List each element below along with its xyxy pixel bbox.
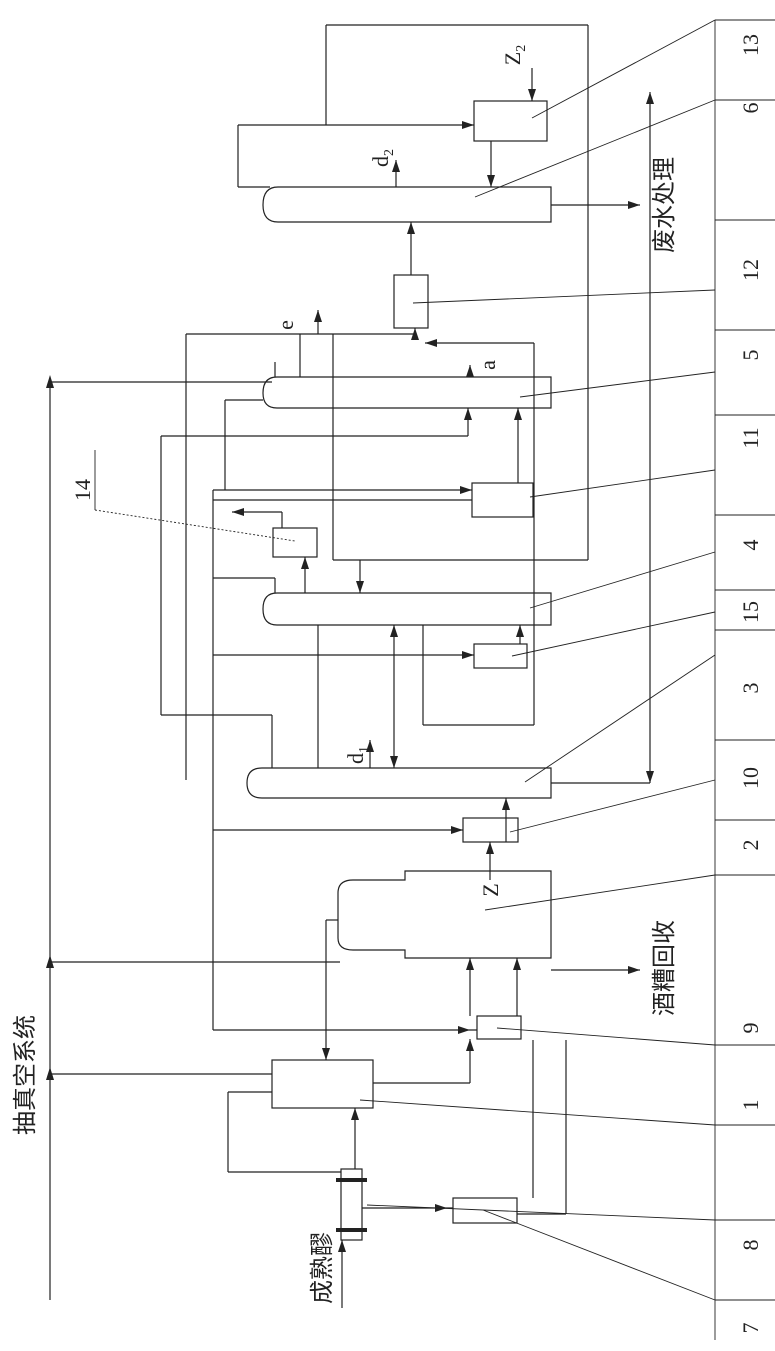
box-9 <box>477 1016 521 1039</box>
number-11: 11 <box>738 427 763 448</box>
label-d2: d2 <box>368 149 397 167</box>
label-a: a <box>475 360 500 370</box>
number-6: 6 <box>738 103 763 114</box>
number-2: 2 <box>738 840 763 851</box>
number-1: 1 <box>738 1100 763 1111</box>
number-15: 15 <box>738 601 763 623</box>
number-7: 7 <box>738 1323 763 1334</box>
heat-exchanger-8 <box>336 1169 367 1240</box>
label-d1: d1 <box>343 746 372 764</box>
number-9: 9 <box>738 1023 763 1034</box>
box-14 <box>273 528 317 557</box>
column-2 <box>338 871 551 958</box>
label-mash: 成熟醪 <box>308 1232 336 1304</box>
column-6 <box>263 187 551 222</box>
column-3 <box>247 768 551 798</box>
number-14: 14 <box>70 479 95 501</box>
vessel-1 <box>272 1060 373 1108</box>
box-12 <box>394 275 428 328</box>
box-10 <box>463 818 518 842</box>
label-e: e <box>273 320 298 330</box>
number-8: 8 <box>738 1240 763 1251</box>
label-wastewater: 废水处理 <box>650 157 678 253</box>
label-z: Z <box>478 883 503 896</box>
number-12: 12 <box>738 259 763 281</box>
number-5: 5 <box>738 350 763 361</box>
number-4: 4 <box>738 540 763 551</box>
equipment <box>247 101 551 1240</box>
column-5 <box>263 377 551 408</box>
column-4 <box>263 593 551 625</box>
label-vacuum-system: 抽真空系统 <box>11 1015 39 1135</box>
box-11 <box>472 483 533 517</box>
box-13 <box>474 101 547 141</box>
box-15 <box>474 644 527 668</box>
number-10: 10 <box>738 767 763 789</box>
label-z2: Z2 <box>500 45 529 65</box>
label-vinasse-recovery: 酒糟回收 <box>650 920 678 1016</box>
number-13: 13 <box>738 34 763 56</box>
number-3: 3 <box>738 683 763 694</box>
